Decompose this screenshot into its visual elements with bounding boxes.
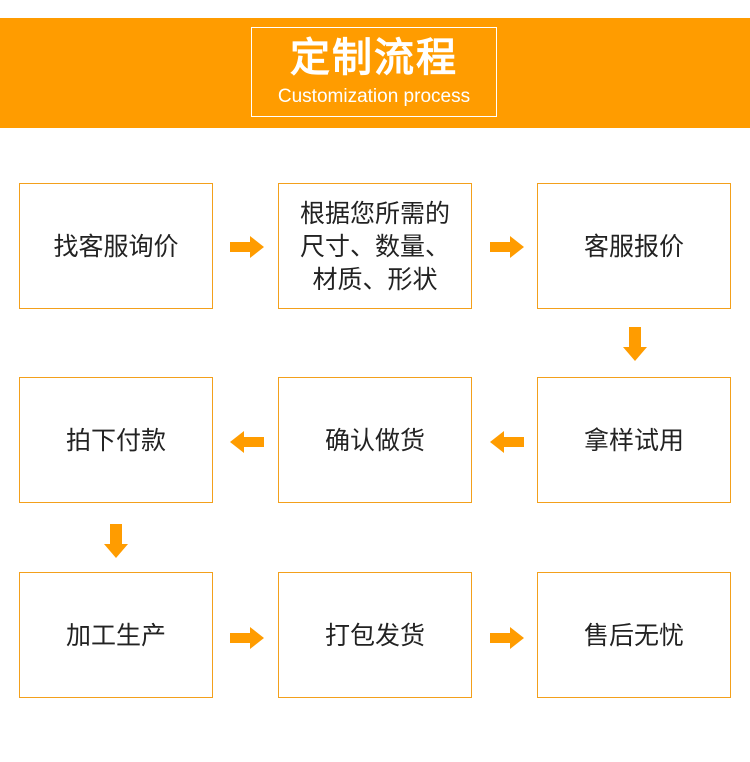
- step-label: 根据您所需的 尺寸、数量、 材质、形状: [299, 198, 450, 294]
- step-label: 打包发货: [324, 620, 425, 650]
- step-4-box: 拿样试用: [537, 377, 731, 503]
- header-banner: [0, 18, 750, 128]
- arrow-right-icon: [230, 627, 264, 649]
- arrow-left-icon: [490, 431, 524, 453]
- step-label: 拿样试用: [583, 425, 684, 455]
- step-label: 售后无忧: [583, 620, 684, 650]
- arrow-right-icon: [490, 627, 524, 649]
- arrow-right-icon: [490, 236, 524, 258]
- step-3-box: 客服报价: [537, 183, 731, 309]
- title-box: 定制流程 Customization process: [251, 27, 497, 117]
- step-7-box: 加工生产: [19, 572, 213, 698]
- step-2-box: 根据您所需的 尺寸、数量、 材质、形状: [278, 183, 472, 309]
- step-label: 加工生产: [65, 620, 166, 650]
- step-label: 确认做货: [324, 425, 425, 455]
- step-label: 拍下付款: [65, 425, 166, 455]
- step-label: 找客服询价: [53, 231, 179, 261]
- step-5-box: 确认做货: [278, 377, 472, 503]
- arrow-right-icon: [230, 236, 264, 258]
- arrow-left-icon: [230, 431, 264, 453]
- page-subtitle: Customization process: [277, 86, 471, 107]
- arrow-down-icon: [104, 524, 128, 558]
- step-9-box: 售后无忧: [537, 572, 731, 698]
- page-title: 定制流程: [290, 35, 458, 81]
- step-1-box: 找客服询价: [19, 183, 213, 309]
- step-6-box: 拍下付款: [19, 377, 213, 503]
- arrow-down-icon: [623, 327, 647, 361]
- step-8-box: 打包发货: [278, 572, 472, 698]
- step-label: 客服报价: [583, 231, 684, 261]
